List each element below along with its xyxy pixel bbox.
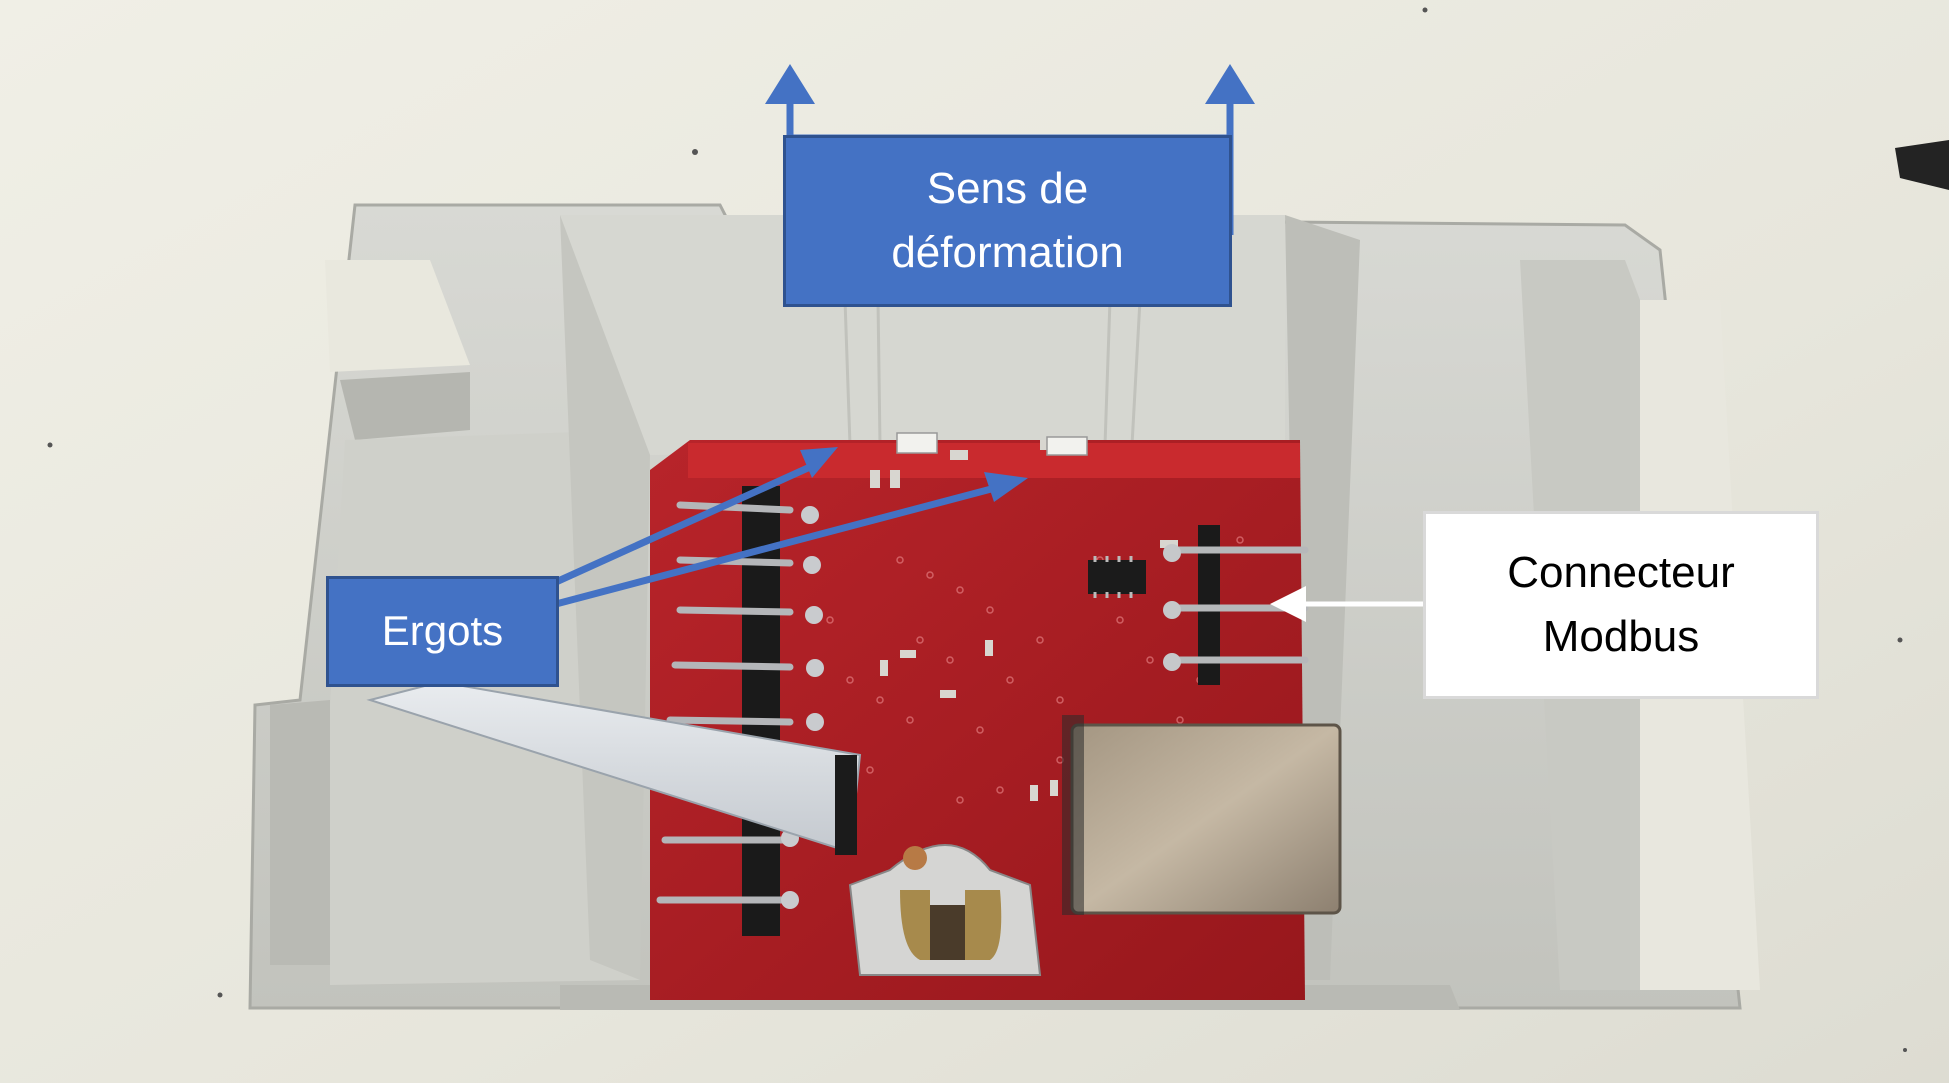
modbus-connector-callout: Connecteur Modbus [1423,511,1819,699]
deformation-direction-callout: Sens de déformation [783,135,1232,307]
black-object [1895,140,1949,190]
up-arrow-icon [765,64,815,104]
modbus-label-line2: Modbus [1542,612,1700,661]
table-specks [47,7,1907,1052]
deformation-label-line2: déformation [891,228,1124,277]
battery-holder [848,844,1042,976]
pcb-board [650,432,1342,1000]
pointer-arrow-icon [984,472,1028,502]
ic-chip [1088,560,1146,594]
left-pin-header [656,486,824,936]
metal-shield [1070,723,1342,915]
modbus-label-line1: Connecteur [1507,548,1735,598]
ergots-arrows [554,447,1028,608]
up-arrow-icon [1205,64,1255,104]
pointer-arrow-icon [800,447,838,478]
modbus-connector [1163,525,1309,685]
ergots-label: Ergots [381,607,504,655]
ribbon-cable [366,680,862,854]
deformation-label-line1: Sens de [926,164,1089,214]
ergots-callout: Ergots [326,576,559,687]
modbus-arrow [1270,586,1423,622]
left-arrow-icon [1270,586,1306,622]
